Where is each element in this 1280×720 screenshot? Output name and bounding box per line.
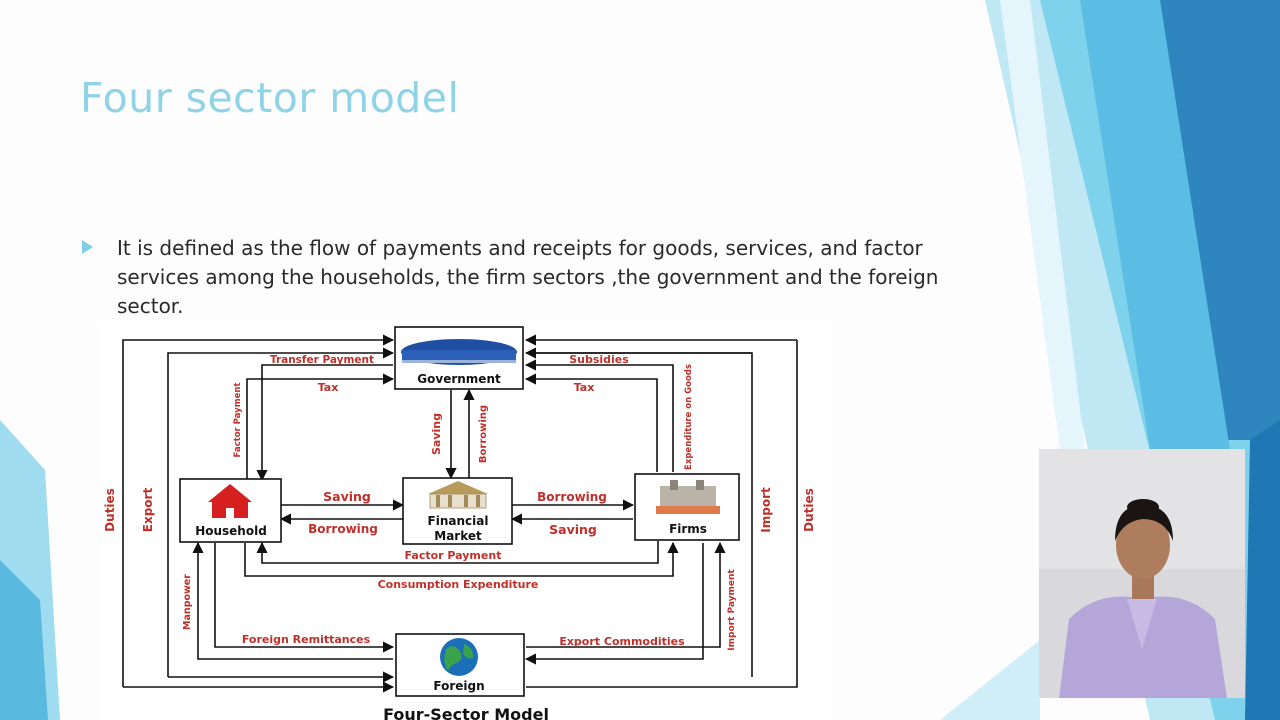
diagram-caption: Four-Sector Model — [383, 705, 549, 720]
factor-payment-vertical-label: Factor Payment — [233, 383, 243, 458]
saving-vertical-label: Saving — [430, 413, 443, 455]
firms-label: Firms — [669, 522, 707, 536]
bullet-arrow-icon — [82, 240, 93, 254]
import-payment-label: Import Payment — [727, 569, 737, 651]
saving-right-label: Saving — [549, 522, 597, 537]
duties-right-label: Duties — [802, 488, 816, 532]
duties-left-label: Duties — [103, 488, 117, 532]
bank-icon — [428, 481, 488, 509]
borrowing-left-label: Borrowing — [308, 522, 378, 536]
outer-loop-left — [122, 334, 395, 687]
government-node: Government — [394, 326, 524, 390]
bullet-text: It is defined as the flow of payments an… — [117, 236, 939, 318]
firms-node: Firms — [634, 473, 740, 541]
subsidies-label: Subsidies — [569, 353, 629, 366]
household-label: Household — [195, 524, 267, 538]
saving-left-label: Saving — [323, 489, 371, 504]
export-label: Export — [141, 488, 155, 533]
expenditure-on-goods-label: Expenditure on Goods — [684, 364, 694, 470]
foreign-node: Foreign — [395, 633, 525, 697]
slide-title: Four sector model — [80, 74, 460, 122]
globe-icon — [440, 638, 478, 676]
foreign-label: Foreign — [433, 679, 484, 693]
financial-market-node: Financial Market — [402, 477, 513, 545]
export-commodities-label: Export Commodities — [559, 635, 685, 648]
tax-right-label: Tax — [574, 381, 595, 394]
government-label: Government — [417, 372, 501, 386]
financial-market-label-line2: Market — [434, 529, 482, 543]
four-sector-diagram: Government Household Financial Market — [100, 322, 830, 720]
transfer-payment-label: Transfer Payment — [270, 354, 374, 366]
presenter-webcam — [1039, 449, 1245, 698]
borrowing-right-label: Borrowing — [537, 490, 607, 504]
foreign-remittances-label: Foreign Remittances — [242, 633, 371, 646]
tax-left-label: Tax — [318, 381, 339, 394]
house-icon — [208, 484, 252, 518]
manpower-label: Manpower — [182, 574, 193, 630]
consumption-expenditure-label: Consumption Expenditure — [378, 578, 539, 591]
borrowing-vertical-label: Borrowing — [478, 405, 489, 463]
household-node: Household — [179, 478, 282, 543]
bullet-point: It is defined as the flow of payments an… — [80, 234, 980, 321]
outer-loop-right — [526, 340, 798, 688]
presenter-figure — [1039, 449, 1245, 698]
import-label: Import — [759, 487, 773, 533]
factor-payment-label: Factor Payment — [405, 549, 502, 562]
financial-market-label-line1: Financial — [428, 514, 489, 528]
factory-icon — [656, 480, 720, 514]
parliament-icon — [401, 339, 517, 365]
